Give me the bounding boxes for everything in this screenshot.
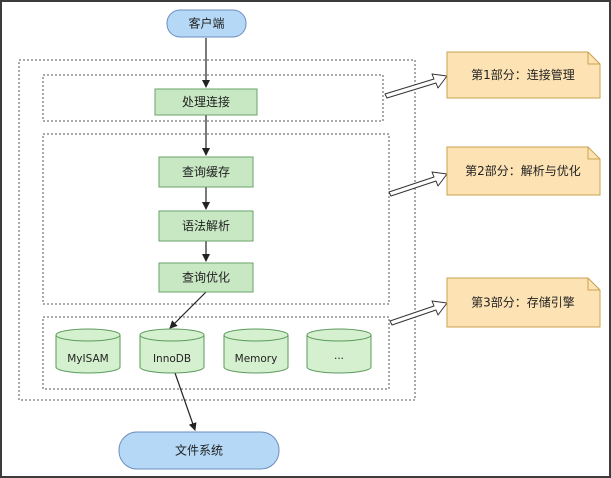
note-connection-management: 第1部分：连接管理 — [446, 51, 601, 99]
note-storage-engine-label: 第3部分：存储引擎 — [471, 295, 575, 310]
file-system-node — [118, 431, 280, 470]
server-boundary — [18, 59, 416, 401]
engine-myisam: MyISAM — [55, 328, 121, 374]
callout-arrow-3 — [389, 300, 448, 326]
note-connection-management-label: 第1部分：连接管理 — [471, 67, 575, 82]
engine-memory: Memory — [223, 328, 289, 374]
section-parse-boundary — [42, 133, 390, 305]
parsing-node — [158, 210, 254, 242]
connection-label: 处理连接 — [182, 94, 230, 109]
engine-innodb-label: InnoDB — [153, 353, 191, 365]
file-system-label: 文件系统 — [175, 443, 223, 458]
note-parse-optimize: 第2部分：解析与优化 — [446, 146, 601, 196]
engine-more: ... — [306, 328, 372, 374]
section-connection-boundary — [42, 74, 384, 122]
arrow-optimization-to-innodb — [169, 291, 207, 329]
callout-arrow-2 — [388, 171, 448, 197]
arrow-innodb-to-filesystem — [174, 372, 197, 431]
client-node — [166, 9, 247, 38]
callout-arrow-1 — [384, 73, 448, 99]
note-storage-engine: 第3部分：存储引擎 — [446, 277, 601, 328]
engine-more-label: ... — [334, 350, 344, 362]
section-engine-boundary — [42, 316, 390, 390]
query-cache-node — [158, 156, 254, 188]
engine-memory-label: Memory — [235, 353, 278, 365]
query-optimization-label: 查询优化 — [182, 271, 230, 285]
engine-myisam-label: MyISAM — [67, 353, 108, 365]
connection-node — [154, 88, 258, 116]
query-cache-label: 查询缓存 — [182, 165, 230, 179]
client-label: 客户端 — [188, 16, 224, 31]
note-parse-optimize-label: 第2部分：解析与优化 — [465, 163, 581, 178]
engine-innodb: InnoDB — [139, 328, 205, 374]
parsing-label: 语法解析 — [182, 219, 230, 233]
query-optimization-node — [158, 262, 254, 293]
